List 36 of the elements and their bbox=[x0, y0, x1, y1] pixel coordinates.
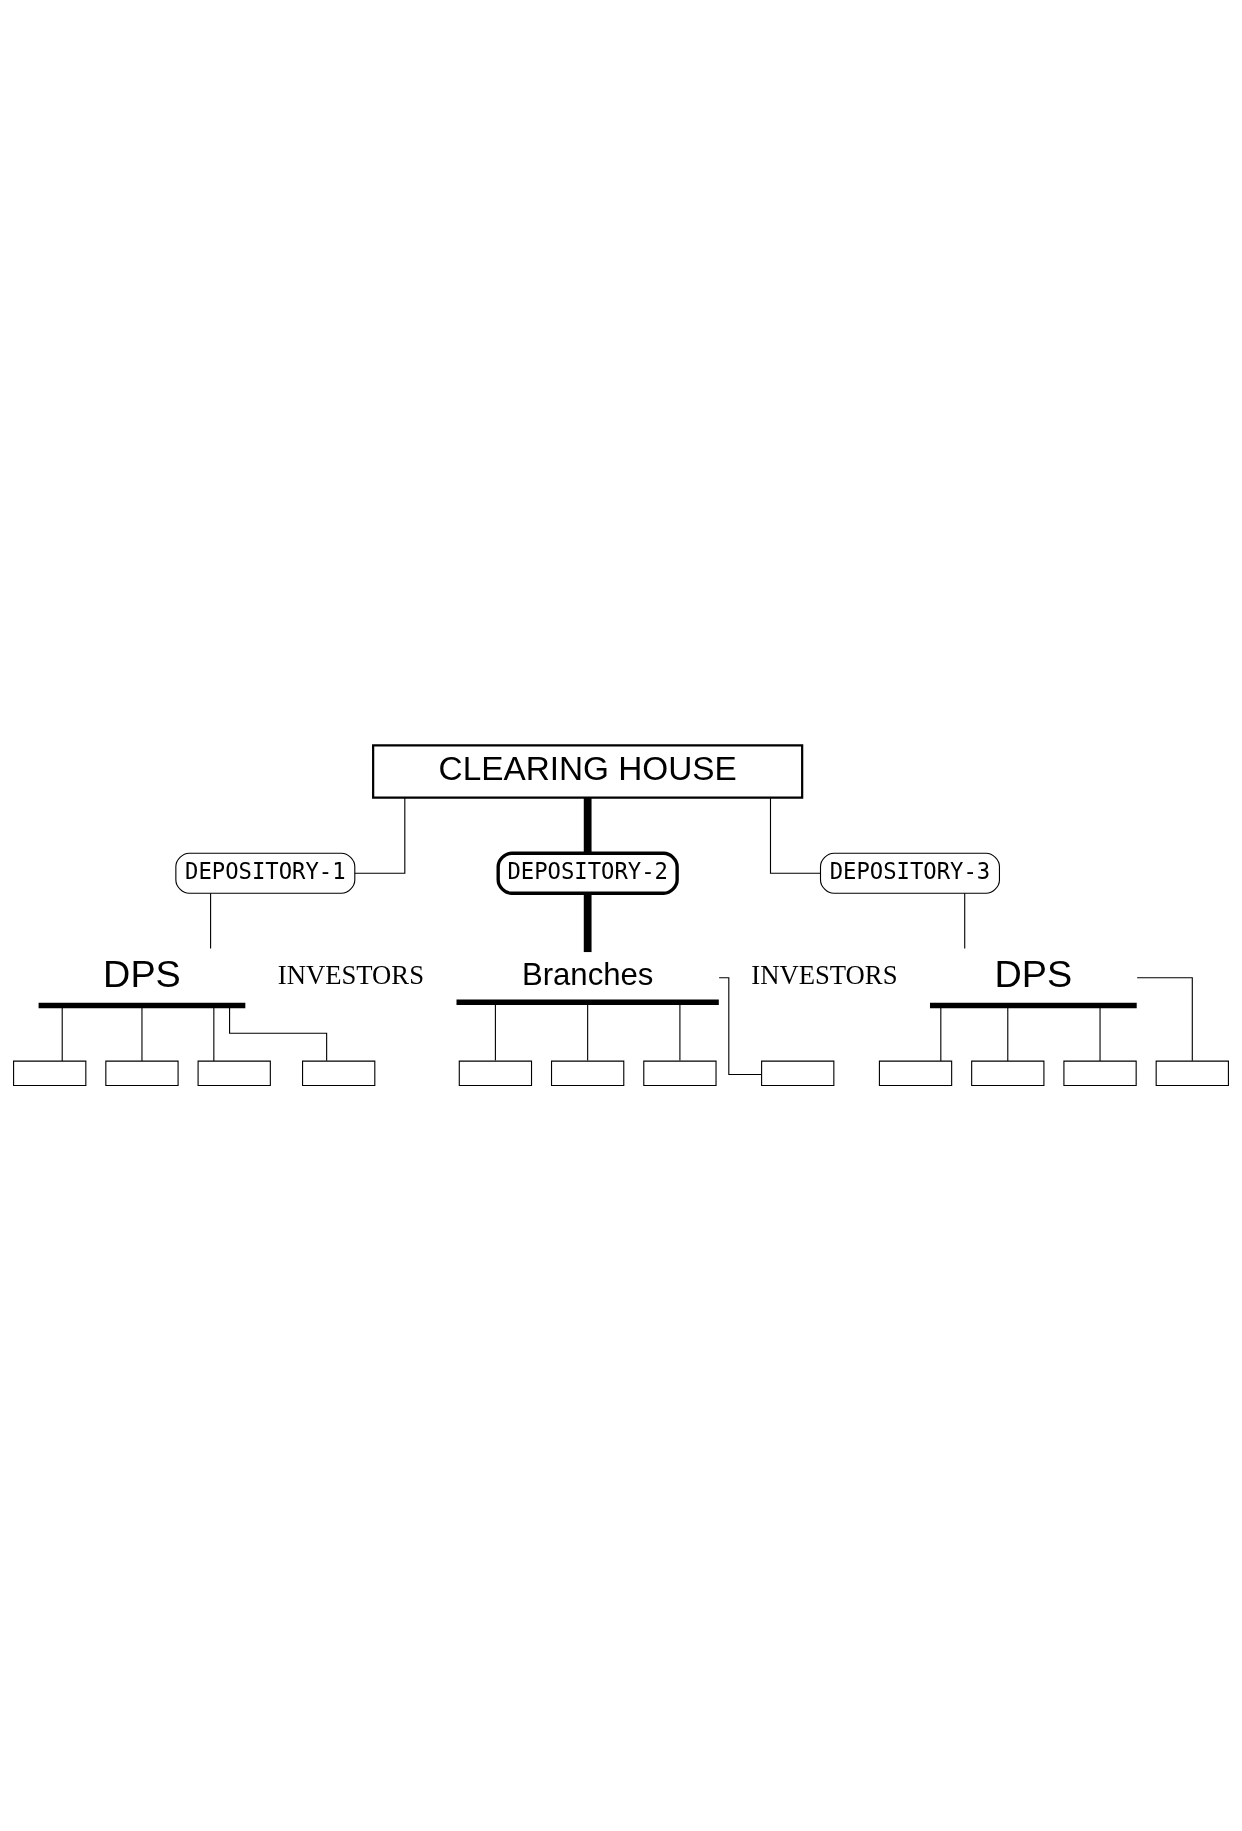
node-box bbox=[458, 1060, 533, 1087]
connector bbox=[583, 797, 592, 853]
node-box bbox=[13, 1060, 87, 1087]
connector bbox=[229, 1005, 328, 1062]
connector bbox=[61, 1005, 63, 1062]
connector bbox=[1136, 977, 1193, 1062]
node-box: CLEARING HOUSE bbox=[372, 744, 804, 799]
connector bbox=[354, 797, 406, 874]
connector bbox=[213, 1005, 215, 1062]
node-text: Branches bbox=[521, 956, 654, 992]
connector bbox=[1007, 1005, 1009, 1062]
label: INVESTORS bbox=[751, 960, 898, 991]
connector bbox=[583, 893, 592, 953]
label: INVESTORS bbox=[277, 960, 424, 991]
node-box bbox=[1155, 1060, 1229, 1087]
node-box: DEPOSITORY-2 bbox=[496, 851, 679, 895]
node-box bbox=[643, 1060, 717, 1087]
connector bbox=[718, 977, 762, 1075]
connector bbox=[210, 892, 212, 950]
connector bbox=[1099, 1005, 1101, 1062]
node-box bbox=[197, 1060, 271, 1087]
node-box: DEPOSITORY-1 bbox=[175, 852, 356, 894]
connector bbox=[964, 892, 966, 950]
node-text: DPS bbox=[103, 952, 181, 995]
connector bbox=[141, 1005, 143, 1062]
node-box: DEPOSITORY-3 bbox=[819, 852, 1000, 894]
node-box bbox=[761, 1060, 835, 1087]
node-box bbox=[105, 1060, 179, 1087]
node-box bbox=[878, 1060, 953, 1087]
connector bbox=[769, 797, 821, 874]
node-box bbox=[302, 1060, 376, 1087]
node-text: DPS bbox=[994, 952, 1073, 995]
node-box bbox=[1063, 1060, 1137, 1087]
node-box bbox=[971, 1060, 1045, 1087]
connector bbox=[940, 1005, 942, 1062]
node-box bbox=[550, 1060, 625, 1087]
